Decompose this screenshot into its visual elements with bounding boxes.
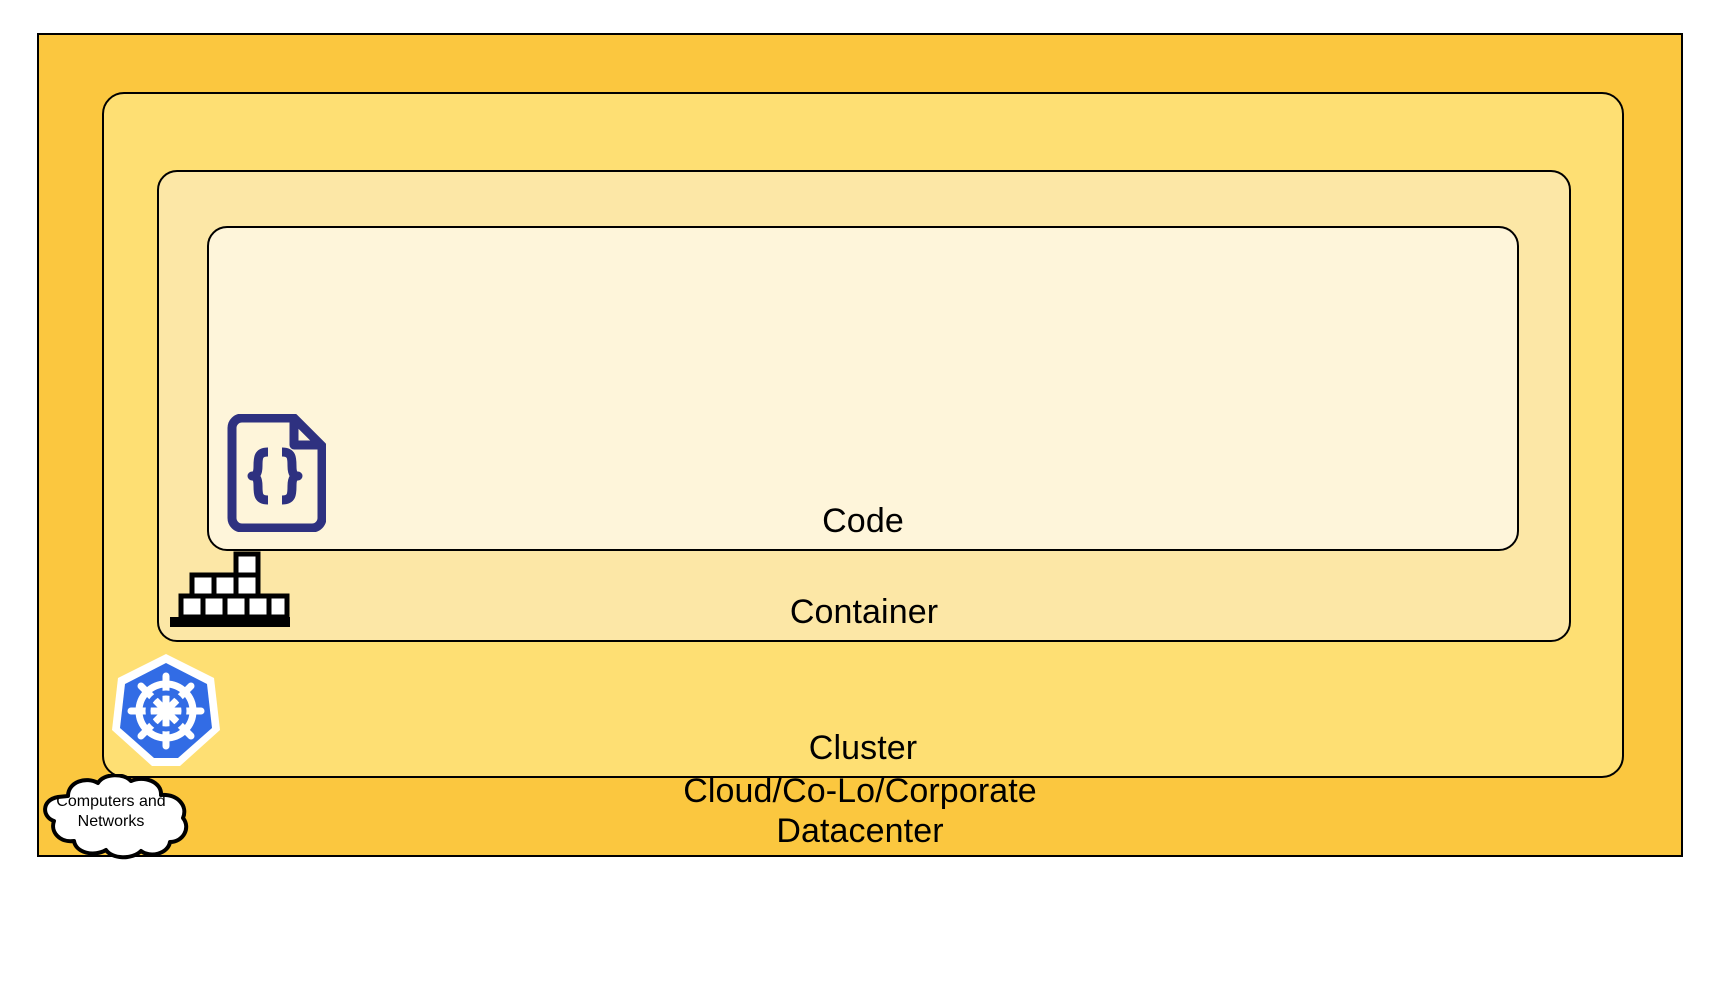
layer-container[interactable]: Code Container bbox=[157, 170, 1571, 642]
layer-datacenter[interactable]: Code Container Cluster Cloud/Co-Lo/Corpo… bbox=[37, 33, 1683, 857]
layer-label-datacenter: Cloud/Co-Lo/Corporate Datacenter bbox=[683, 771, 1037, 850]
layer-label-cluster: Cluster bbox=[808, 728, 918, 767]
brick-stack-icon bbox=[170, 551, 290, 628]
layer-code[interactable]: Code bbox=[207, 226, 1519, 551]
kubernetes-icon bbox=[110, 652, 222, 768]
code-document-icon bbox=[222, 413, 327, 533]
computers-networks-cloud[interactable] bbox=[28, 774, 194, 860]
layer-label-code: Code bbox=[822, 501, 904, 540]
layer-cluster[interactable]: Code Container Cluster bbox=[102, 92, 1624, 778]
layer-label-container: Container bbox=[789, 592, 939, 631]
